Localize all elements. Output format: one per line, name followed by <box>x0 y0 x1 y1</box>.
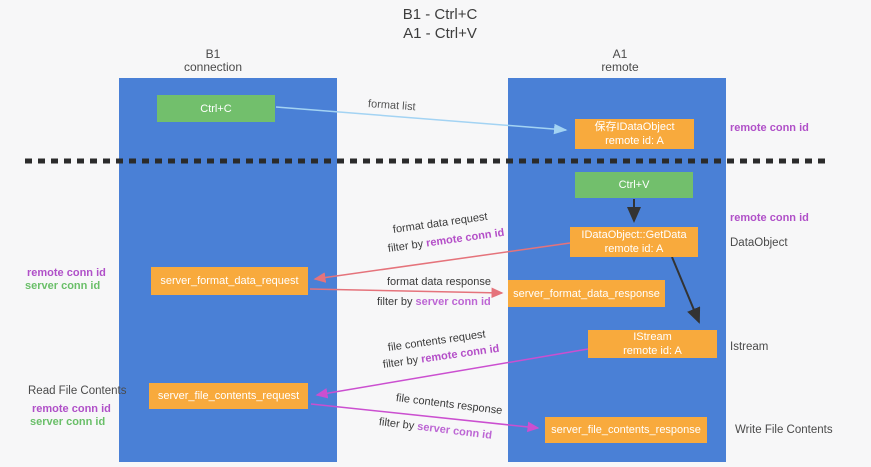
box-server-format-data-response-label: server_format_data_response <box>513 287 660 300</box>
box-server-file-contents-response-label: server_file_contents_response <box>551 424 701 436</box>
filter-server-conn-id: server conn id <box>415 296 491 308</box>
anno-format-list: format list <box>367 98 416 114</box>
filter-by-prefix: filter by <box>378 416 415 433</box>
box-save-idataobject-line2: remote id: A <box>605 135 664 147</box>
label-write-file-contents: Write File Contents <box>735 424 833 436</box>
title-line-1: B1 - Ctrl+C <box>402 6 478 23</box>
filter-remote-conn-id: remote conn id <box>425 226 506 250</box>
label-remote-conn-id-bottom-left: remote conn id <box>32 403 111 415</box>
filter-by-prefix: filter by <box>382 354 419 371</box>
arrow-format-data-response <box>309 287 504 299</box>
box-istream-line2: remote id: A <box>623 345 682 357</box>
anno-file-contents-response: file contents response <box>395 392 503 417</box>
filter-server-conn-id: server conn id <box>416 420 493 442</box>
label-server-conn-id-top-left: server conn id <box>25 280 101 292</box>
box-ctrl-c: Ctrl+C <box>157 95 275 122</box>
label-remote-conn-id-top-left: remote conn id <box>27 267 106 279</box>
box-server-format-data-request-label: server_format_data_request <box>160 275 299 287</box>
box-ctrl-c-label: Ctrl+C <box>200 102 232 115</box>
box-server-file-contents-request-label: server_file_contents_request <box>157 390 300 402</box>
title-line-2: A1 - Ctrl+V <box>403 25 477 42</box>
lane-b1-role: connection <box>183 60 243 74</box>
filter-by-prefix: filter by <box>387 238 424 255</box>
box-idataobject-getdata-line1: IDataObject::GetData <box>581 229 687 241</box>
box-server-file-contents-request: server_file_contents_request <box>149 383 308 409</box>
diagram-title: B1 - Ctrl+C A1 - Ctrl+V <box>330 5 550 43</box>
label-remote-conn-id-mid-right: remote conn id <box>730 212 809 224</box>
label-istream: Istream <box>730 341 769 353</box>
label-read-file-contents: Read File Contents <box>28 385 127 397</box>
lane-b1-name: B1 <box>205 47 221 61</box>
anno-format-data-response-filter: filter by server conn id <box>377 296 491 308</box>
box-idataobject-getdata: IDataObject::GetData remote id: A <box>570 227 698 257</box>
label-remote-conn-id-top-right: remote conn id <box>730 122 809 134</box>
anno-format-data-response: format data response <box>387 276 491 288</box>
box-server-format-data-response: server_format_data_response <box>508 280 665 307</box>
box-server-format-data-request: server_format_data_request <box>151 267 308 295</box>
lane-header-a1: A1 remote <box>560 48 680 74</box>
filter-by-prefix: filter by <box>377 296 413 308</box>
lane-a1-role: remote <box>601 60 639 74</box>
box-istream-line1: IStream <box>633 331 672 343</box>
box-idataobject-getdata-line2: remote id: A <box>604 243 664 255</box>
lane-header-b1: B1 connection <box>153 48 273 74</box>
box-save-idataobject: 保存IDataObject remote id: A <box>575 119 694 149</box>
label-dataobject: DataObject <box>730 237 788 249</box>
box-save-idataobject-line1: 保存IDataObject <box>594 121 675 133</box>
box-istream: IStream remote id: A <box>588 330 717 358</box>
box-ctrl-v-label: Ctrl+V <box>618 179 650 191</box>
box-ctrl-v: Ctrl+V <box>575 172 693 198</box>
box-server-file-contents-response: server_file_contents_response <box>545 417 707 443</box>
label-server-conn-id-bottom-left: server conn id <box>30 416 106 428</box>
lane-a1-name: A1 <box>612 47 628 61</box>
anno-file-contents-response-filter: filter by server conn id <box>378 416 492 442</box>
